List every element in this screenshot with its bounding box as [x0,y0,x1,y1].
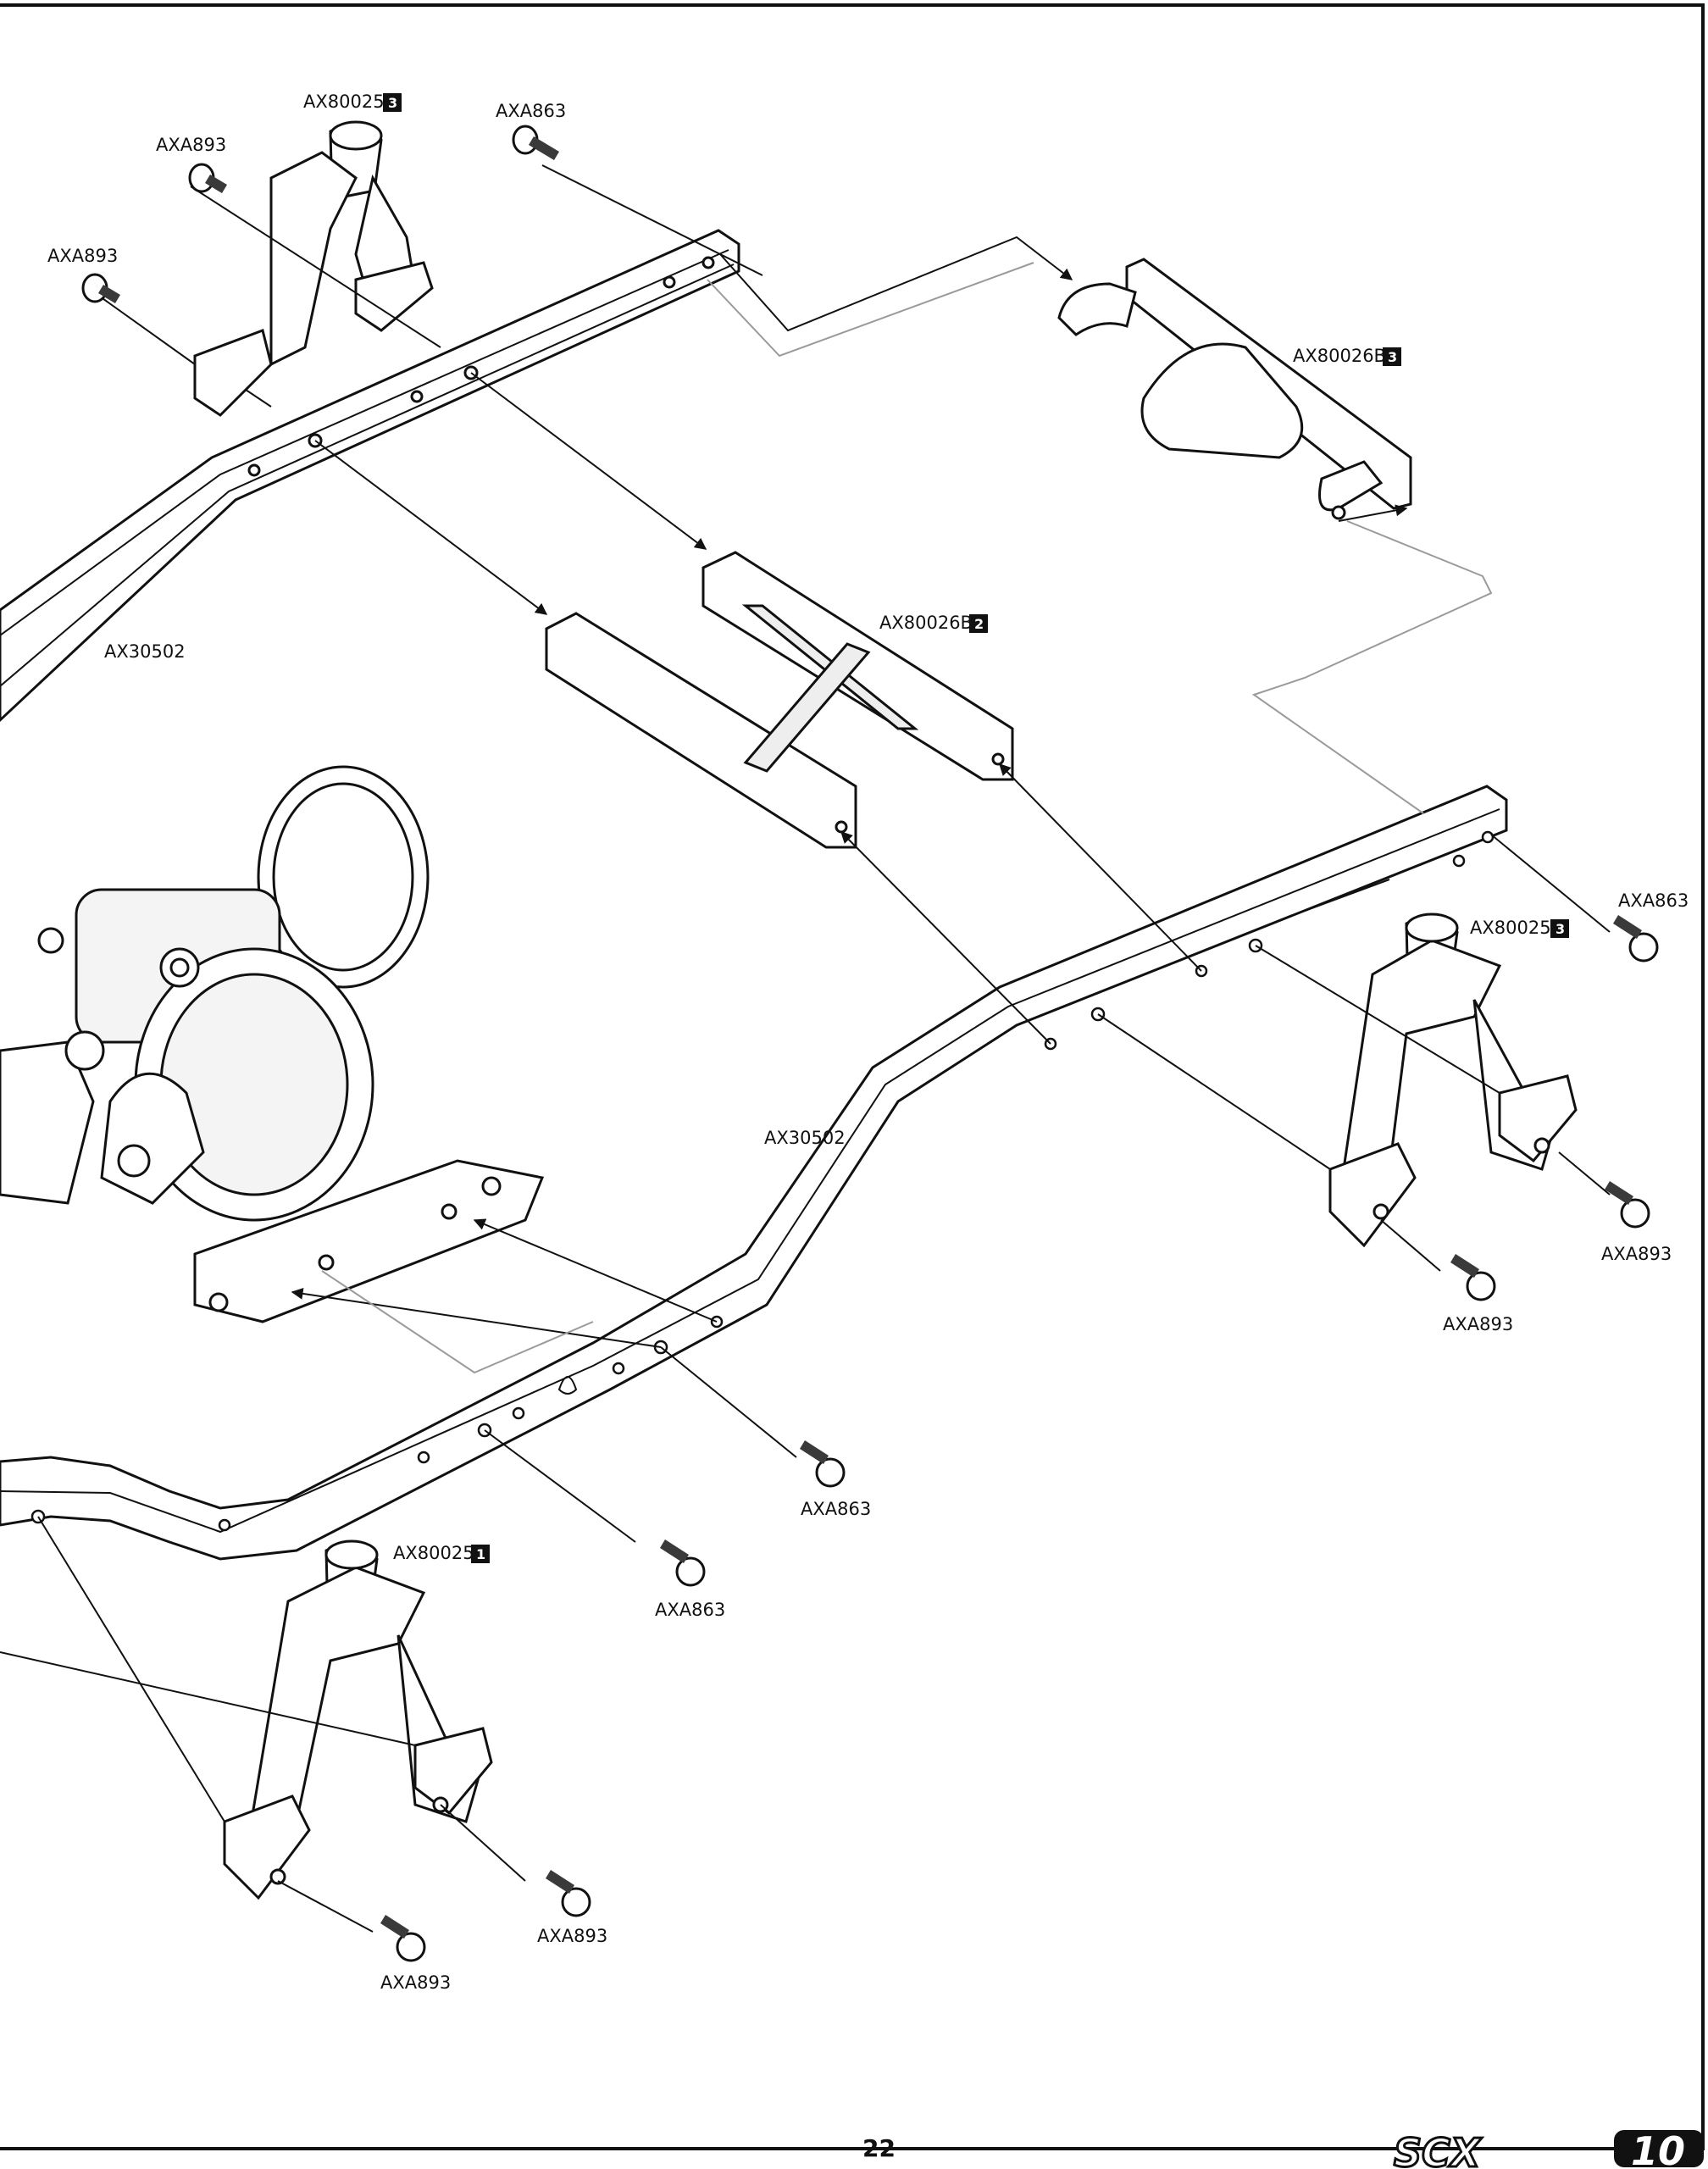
frame-rail-upper [0,229,740,723]
svg-text:1: 1 [476,1546,485,1562]
label-ax80026b-right: AX80026B 3 [1293,346,1401,366]
bolt-axa863-low [660,1539,706,1587]
svg-text:AX80025: AX80025 [393,1543,474,1563]
bolt-axa863-right [1613,915,1659,962]
cross-member [545,551,1014,849]
svg-text:AX80025: AX80025 [1470,918,1551,938]
svg-text:AX80026B: AX80026B [879,613,973,633]
label-axa863-right: AXA863 [1618,890,1689,911]
bolt-axa893-right-b [1450,1254,1496,1301]
label-ax30502-center: AX30502 [764,1128,846,1148]
svg-text:AX80026B: AX80026B [1293,346,1386,366]
bolt-axa893-bottom-b [380,1915,426,1962]
label-ax80026b-center: AX80026B 2 [879,613,988,633]
label-axa863-top: AXA863 [496,101,566,121]
label-axa863-mid: AXA863 [801,1499,871,1519]
transmission-assembly [0,765,545,1323]
svg-text:3: 3 [1556,921,1565,937]
label-axa893-top-a: AXA893 [156,135,226,155]
bolt-axa893-right-a [1605,1181,1650,1229]
guide-lines-grey [321,262,1493,1374]
svg-text:AX80025: AX80025 [303,92,385,112]
label-ax30502-left: AX30502 [104,641,186,662]
svg-text:2: 2 [974,616,984,632]
shock-hoop [1057,258,1412,520]
svg-text:10: 10 [1631,2128,1685,2169]
bolt-axa893-top-a [188,163,227,193]
guide-lines [0,164,1611,1933]
label-axa893-right-a: AXA893 [1601,1244,1672,1264]
svg-text:3: 3 [388,95,397,111]
scx10-logo: SCX 10 [1393,2128,1704,2169]
shock-tower-right [1328,913,1578,1248]
page-border [0,3,1705,2150]
bolt-axa893-bottom-a [546,1870,591,1917]
svg-text:3: 3 [1388,349,1397,365]
svg-text:SCX: SCX [1394,2130,1483,2169]
label-ax80025-bottom: AX80025 1 [393,1543,490,1563]
page-number: 22 [862,2134,896,2162]
bolt-axa863-mid [800,1440,846,1488]
bolt-axa893-top-b [81,273,120,303]
label-axa893-bottom-b: AXA893 [380,1972,451,1993]
bolt-axa863-top [512,125,559,160]
shock-tower-bottom [223,1539,493,1900]
label-ax80025-top: AX80025 3 [303,92,402,112]
label-axa893-right-b: AXA893 [1443,1314,1513,1334]
shock-tower-top [193,120,434,417]
label-axa893-bottom-a: AXA893 [537,1926,607,1946]
label-ax80025-right: AX80025 3 [1470,918,1569,938]
label-axa863-low: AXA863 [655,1600,725,1620]
frame-rail-lower [0,785,1508,1561]
label-axa893-top-b: AXA893 [47,246,118,266]
